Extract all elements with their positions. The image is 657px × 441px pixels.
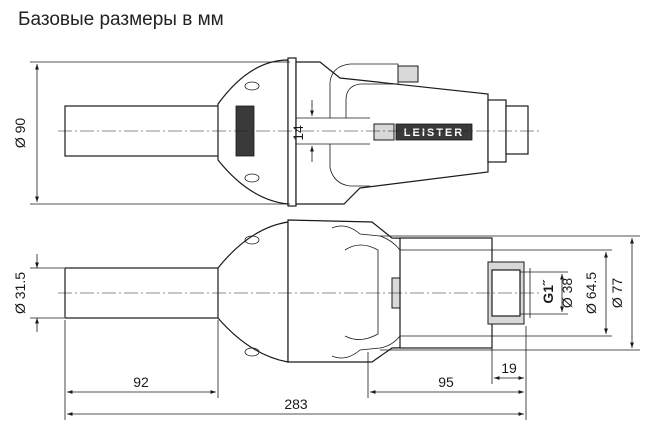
top-handle-grip: [373, 123, 395, 141]
side-view: Ø 31.5 G1˝ Ø 38 Ø 64.5 Ø 77 92 95: [12, 219, 640, 420]
dim-thread-g1: G1˝: [540, 279, 556, 304]
dim-length-92: 92: [133, 374, 149, 390]
dim-diameter-64-5: Ø 64.5: [583, 272, 599, 314]
top-vent-upper: [244, 81, 260, 91]
dim-length-95: 95: [438, 374, 454, 390]
dim-length-19: 19: [501, 360, 517, 376]
dim-diameter-77: Ø 77: [609, 278, 625, 309]
dim-length-283: 283: [284, 396, 308, 412]
drawing-title: Базовые размеры в мм: [18, 9, 224, 30]
dim-gap-14: 14: [290, 125, 306, 141]
dim-diameter-90: Ø 90: [12, 118, 28, 149]
top-brand-text: LEISTER: [404, 127, 464, 139]
dim-diameter-31-5: Ø 31.5: [12, 272, 28, 314]
top-vent-lower: [244, 173, 260, 183]
top-brand-plate: [395, 123, 473, 141]
top-switch: [397, 65, 419, 83]
top-rear-cap-end: [505, 105, 529, 155]
top-handle-lower: [329, 144, 370, 187]
side-heater-housing: [217, 221, 289, 363]
top-view: LEISTER Ø 90 14: [12, 57, 540, 207]
dim-diameter-38: Ø 38: [559, 278, 575, 309]
